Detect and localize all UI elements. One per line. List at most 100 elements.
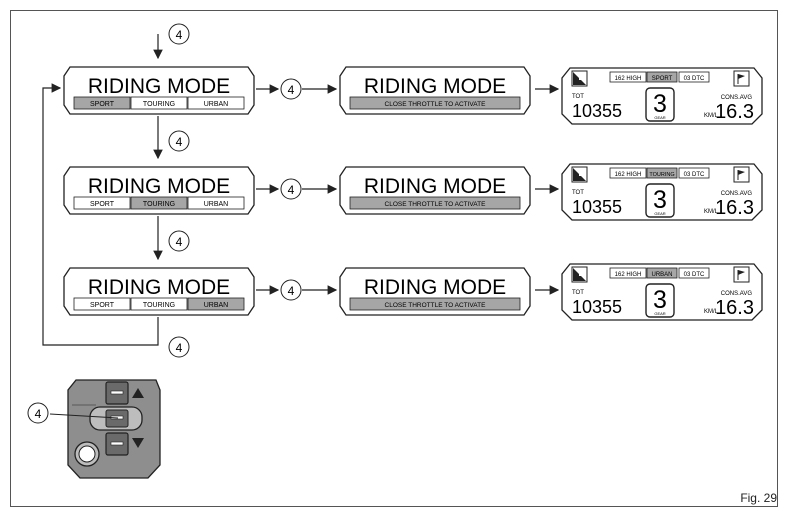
option-sport: SPORT: [90, 302, 115, 309]
dashboard: 162 HIGH TOURING 03 DTC TOT 10355 3 GEAR…: [561, 163, 763, 221]
high-box: [609, 167, 647, 179]
tot-label: TOT: [572, 190, 584, 196]
diagram-frame: RIDING MODE SPORT TOURING URBAN 4 RIDING…: [10, 10, 778, 507]
mode-label: URBAN: [651, 272, 672, 278]
callout-leader: [49, 413, 119, 419]
step-circle: [168, 336, 190, 358]
flag-icon: [733, 266, 750, 283]
step-number: 4: [288, 183, 295, 197]
odometer: 10355: [572, 297, 622, 317]
activate-display: RIDING MODE CLOSE THROTTLE TO ACTIVATE: [339, 267, 531, 316]
option-touring: TOURING: [143, 101, 175, 108]
cons-value: 16.3: [715, 297, 754, 319]
option-box-urban: [187, 196, 245, 210]
activate-bar: [349, 196, 521, 210]
option-box-urban: [187, 297, 245, 311]
gear-label: GEAR: [654, 211, 665, 216]
step-number: 4: [176, 28, 183, 42]
fuel-icon: [571, 266, 588, 283]
cons-label: CONS.AVG: [721, 95, 753, 101]
step-circle: [280, 178, 302, 200]
option-urban: URBAN: [204, 101, 229, 108]
high-box: [609, 71, 647, 83]
option-box-sport: [73, 196, 131, 210]
option-touring: TOURING: [143, 302, 175, 309]
odometer: 10355: [572, 101, 622, 121]
step-number: 4: [176, 235, 183, 249]
activate-message: CLOSE THROTTLE TO ACTIVATE: [385, 201, 487, 208]
dtc-label: 03 DTC: [684, 76, 705, 82]
select-button[interactable]: [89, 406, 143, 431]
tot-label: TOT: [572, 94, 584, 100]
gear-value: 3: [653, 186, 667, 214]
riding-mode-diagram: RIDING MODE SPORT TOURING URBAN 4 RIDING…: [10, 10, 778, 507]
step-number: 4: [288, 284, 295, 298]
option-box-touring: [130, 196, 188, 210]
up-button[interactable]: [105, 381, 129, 405]
display-title: RIDING MODE: [364, 175, 506, 198]
display-title: RIDING MODE: [364, 75, 506, 98]
option-box-urban: [187, 96, 245, 110]
step-number: 4: [176, 341, 183, 355]
dashboard: 162 HIGH SPORT 03 DTC TOT 10355 3 GEAR C…: [561, 67, 763, 125]
down-button[interactable]: [105, 432, 129, 456]
gear-box: [645, 87, 675, 122]
mode-label: SPORT: [652, 76, 673, 82]
step-circle: [168, 130, 190, 152]
activate-display: RIDING MODE CLOSE THROTTLE TO ACTIVATE: [339, 66, 531, 115]
mode-box: [646, 267, 678, 279]
step-circle: [280, 279, 302, 301]
flag-icon: [733, 166, 750, 183]
option-sport: SPORT: [90, 101, 115, 108]
activate-display: RIDING MODE CLOSE THROTTLE TO ACTIVATE: [339, 166, 531, 215]
option-urban: URBAN: [204, 201, 229, 208]
handlebar-switch: 4: [27, 379, 161, 479]
option-box-touring: [130, 96, 188, 110]
dtc-box: [678, 267, 710, 279]
selector-display: RIDING MODE SPORT TOURING URBAN: [63, 66, 255, 115]
row-touring: RIDING MODE SPORT TOURING URBAN 4 RIDING…: [63, 163, 763, 221]
high-label: 162 HIGH: [615, 172, 642, 178]
activate-message: CLOSE THROTTLE TO ACTIVATE: [385, 302, 487, 309]
fuel-icon: [571, 70, 588, 87]
cons-unit: KM/L: [704, 113, 719, 119]
display-title: RIDING MODE: [364, 276, 506, 299]
cons-label: CONS.AVG: [721, 191, 753, 197]
odometer: 10355: [572, 197, 622, 217]
step-number: 4: [176, 135, 183, 149]
cons-label: CONS.AVG: [721, 291, 753, 297]
figure-label: Fig. 29: [740, 491, 777, 505]
gear-label: GEAR: [654, 311, 665, 316]
step-circle: [168, 230, 190, 252]
gear-box: [645, 183, 675, 218]
round-button[interactable]: [74, 441, 100, 467]
selector-display: RIDING MODE SPORT TOURING URBAN: [63, 267, 255, 316]
step-circle: [280, 78, 302, 100]
dashboard: 162 HIGH URBAN 03 DTC TOT 10355 3 GEAR C…: [561, 263, 763, 321]
dtc-label: 03 DTC: [684, 172, 705, 178]
gear-value: 3: [653, 286, 667, 314]
activate-bar: [349, 297, 521, 311]
step-number: 4: [288, 83, 295, 97]
activate-bar: [349, 96, 521, 110]
dtc-box: [678, 167, 710, 179]
cons-unit: KM/L: [704, 209, 719, 215]
arrow-loop-back: [42, 83, 159, 346]
display-title: RIDING MODE: [88, 175, 230, 198]
flag-icon: [733, 70, 750, 87]
step-circle: [27, 402, 49, 424]
dtc-label: 03 DTC: [684, 272, 705, 278]
display-title: RIDING MODE: [88, 276, 230, 299]
option-box-touring: [130, 297, 188, 311]
high-label: 162 HIGH: [615, 76, 642, 82]
down-arrow-icon: [132, 438, 144, 448]
high-box: [609, 267, 647, 279]
option-box-sport: [73, 297, 131, 311]
dtc-box: [678, 71, 710, 83]
tot-label: TOT: [572, 290, 584, 296]
gear-label: GEAR: [654, 115, 665, 120]
option-touring: TOURING: [143, 201, 175, 208]
gear-box: [645, 283, 675, 318]
step-number: 4: [35, 407, 42, 421]
high-label: 162 HIGH: [615, 272, 642, 278]
